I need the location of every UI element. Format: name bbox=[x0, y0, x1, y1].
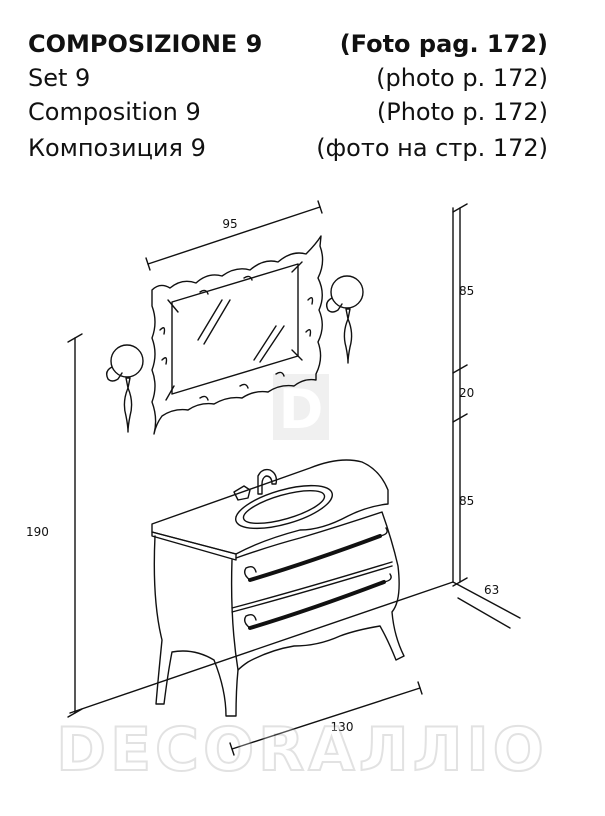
svg-text:DECORAЛЛIO: DECORAЛЛIO bbox=[56, 715, 547, 785]
composition-label-english: Composition 9 bbox=[28, 98, 201, 126]
label-mirror-width: 95 bbox=[222, 217, 237, 231]
label-gap: 20 bbox=[459, 386, 474, 400]
svg-text:D: D bbox=[279, 378, 324, 441]
set-label: Set 9 bbox=[28, 64, 91, 92]
composition-label-russian: Композиция 9 bbox=[28, 134, 206, 162]
wall-lamp-right bbox=[325, 275, 364, 364]
mirror bbox=[151, 235, 324, 435]
wall-side-base-line bbox=[452, 581, 521, 619]
photo-ref-lower: (photo p. 172) bbox=[376, 64, 548, 92]
header-row-russian: Композиция 9 (фото на стр. 172) bbox=[0, 134, 605, 164]
dimension-width bbox=[229, 681, 423, 756]
photo-ref-english: (Photo p. 172) bbox=[376, 98, 548, 126]
label-depth: 63 bbox=[484, 583, 499, 597]
header-row-title: COMPOSIZIONE 9 (Foto pag. 172) bbox=[0, 30, 605, 60]
dimension-total-height bbox=[67, 333, 83, 718]
label-width: 130 bbox=[331, 720, 354, 734]
photo-ref-russian: (фото на стр. 172) bbox=[316, 134, 548, 162]
header-row-set: Set 9 (photo p. 172) bbox=[0, 64, 605, 94]
watermark-brand: DECORAЛЛIO bbox=[55, 714, 547, 786]
dimension-mirror-width bbox=[145, 200, 323, 271]
dimension-right-stack bbox=[452, 203, 468, 587]
wall-base-line bbox=[69, 581, 454, 714]
label-mirror-height: 85 bbox=[459, 284, 474, 298]
watermark-logo: D bbox=[273, 374, 329, 441]
composition-title: COMPOSIZIONE 9 bbox=[28, 30, 263, 58]
label-total-height: 190 bbox=[26, 525, 49, 539]
label-vanity-height: 85 bbox=[459, 494, 474, 508]
vanity-cabinet bbox=[151, 459, 405, 717]
header-row-english: Composition 9 (Photo p. 172) bbox=[0, 98, 605, 128]
wall-lamp-left bbox=[105, 344, 144, 433]
photo-ref-italian: (Foto pag. 172) bbox=[339, 30, 548, 58]
dimension-depth bbox=[457, 597, 511, 629]
